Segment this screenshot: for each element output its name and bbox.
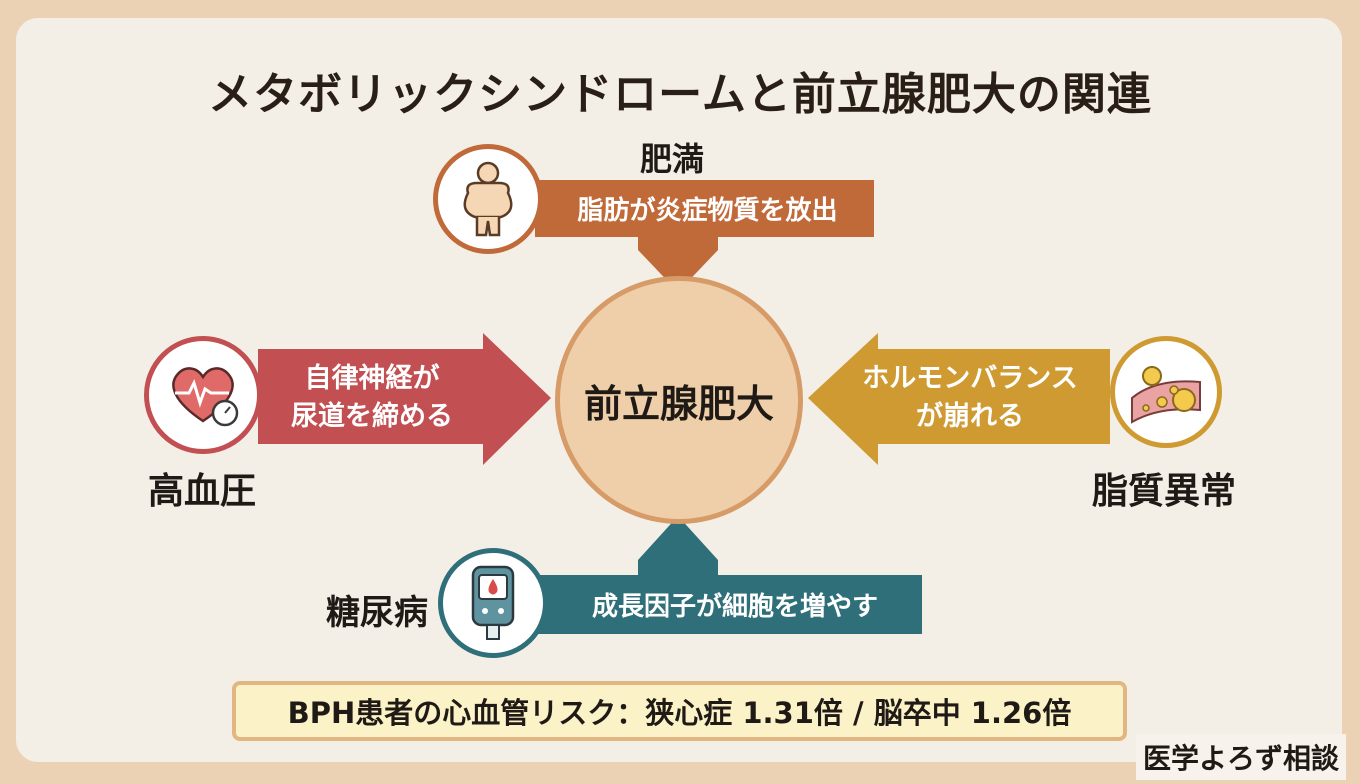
- dyslipidemia-label: 脂質異常: [1092, 471, 1237, 512]
- obesity-label: 肥満: [640, 140, 705, 178]
- hypertension-mechanism-line1: 自律神経が: [304, 363, 440, 394]
- diabetes-arrow: [532, 516, 922, 634]
- fat-cells-vessel-icon: [1110, 336, 1222, 448]
- cardiovascular-risk-box: BPH患者の心血管リスク：狭心症 1.31倍 / 脳卒中 1.26倍: [232, 681, 1127, 741]
- hypertension-mechanism: 自律神経が 尿道を締める: [262, 356, 482, 440]
- brand-watermark: 医学よろず相談: [1136, 734, 1346, 780]
- hypertension-mechanism-line2: 尿道を締める: [291, 401, 453, 432]
- dyslipidemia-mechanism-line1: ホルモンバランス: [862, 363, 1078, 394]
- obesity-arrow: [535, 180, 874, 292]
- hypertension-arrow: [258, 333, 551, 465]
- obese-person-icon: [433, 144, 543, 254]
- page-title: メタボリックシンドロームと前立腺肥大の関連: [208, 69, 1152, 120]
- dyslipidemia-arrow: [808, 333, 1110, 465]
- diabetes-label: 糖尿病: [326, 593, 428, 633]
- heart-blood-pressure-icon: [144, 336, 262, 454]
- hypertension-label: 高血圧: [148, 471, 257, 512]
- diabetes-mechanism: 成長因子が細胞を増やす: [591, 592, 878, 622]
- bph-center-node: 前立腺肥大: [555, 276, 803, 524]
- dyslipidemia-mechanism-line2: が崩れる: [916, 401, 1024, 432]
- dyslipidemia-mechanism: ホルモンバランス が崩れる: [850, 356, 1090, 440]
- obesity-mechanism: 脂肪が炎症物質を放出: [577, 195, 838, 226]
- glucose-meter-icon: [438, 548, 548, 658]
